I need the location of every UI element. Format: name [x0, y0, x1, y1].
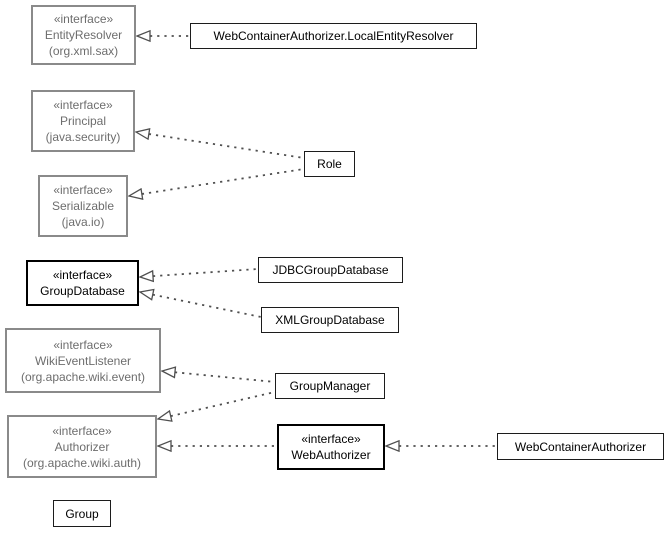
class-box-text: «interface»	[53, 183, 113, 197]
class-box-text: (java.io)	[61, 215, 105, 229]
class-box-jdbc-group-database[interactable]: JDBCGroupDatabase	[258, 257, 403, 283]
class-box-role[interactable]: Role	[304, 151, 355, 177]
hollow-triangle-icon	[135, 29, 151, 43]
class-box-text: (org.apache.wiki.auth)	[22, 455, 142, 470]
edge-group-manager-to-authorizer	[156, 391, 276, 422]
class-box-serializable[interactable]: «interface» Serializable (java.io)	[38, 175, 128, 237]
class-box-web-authorizer[interactable]: «interface» WebAuthorizer	[277, 424, 385, 470]
edge-role-to-principal	[134, 128, 305, 159]
class-box-text: WebContainerAuthorizer.LocalEntityResolv…	[213, 29, 454, 43]
hollow-triangle-icon	[134, 128, 151, 141]
hollow-triangle-icon	[138, 269, 155, 283]
class-box-group-database[interactable]: «interface» GroupDatabase	[26, 260, 139, 306]
class-box-text: «interface»	[301, 432, 361, 446]
class-box-text: Authorizer	[54, 439, 110, 454]
edge-web-container-authorizer-to-web-authorizer	[384, 439, 497, 453]
edge-local-entity-resolver-to-entity-resolver	[135, 29, 190, 43]
class-box-text: «interface»	[53, 98, 113, 112]
class-box-text: Role	[317, 157, 342, 171]
class-box-text: (org.apache.wiki.event)	[20, 369, 146, 384]
class-box-group[interactable]: Group	[53, 500, 111, 527]
class-box-text: WebContainerAuthorizer	[514, 439, 647, 454]
class-box-text: GroupDatabase	[40, 284, 125, 298]
class-box-text: WikiEventListener	[34, 353, 132, 368]
class-box-text: Principal	[59, 114, 107, 128]
edge-web-authorizer-to-authorizer	[156, 439, 277, 453]
class-box-wiki-event-listener[interactable]: «interface»WikiEventListener(org.apache.…	[5, 328, 161, 393]
dashed-line	[174, 371, 276, 383]
hollow-triangle-icon	[127, 187, 144, 201]
class-box-text: (org.xml.sax)	[48, 44, 119, 58]
class-box-text: GroupManager	[289, 379, 371, 393]
edge-group-manager-to-wiki-event-listener	[160, 366, 276, 383]
dashed-line	[152, 293, 262, 318]
edge-jdbc-group-database-to-group-database	[138, 268, 259, 283]
class-box-principal[interactable]: «interface» Principal (java.security)	[31, 90, 135, 152]
class-box-text: «interface»	[53, 337, 113, 352]
class-box-text: «interface»	[53, 12, 114, 26]
class-box-group-manager[interactable]: GroupManager	[275, 373, 385, 399]
class-box-local-entity-resolver[interactable]: WebContainerAuthorizer.LocalEntityResolv…	[190, 23, 477, 49]
class-box-text: Serializable	[51, 199, 115, 213]
class-box-text: JDBCGroupDatabase	[272, 263, 389, 277]
dashed-line	[141, 168, 305, 195]
hollow-triangle-icon	[384, 439, 400, 453]
hollow-triangle-icon	[138, 288, 155, 301]
hollow-triangle-icon	[160, 366, 177, 379]
class-box-text: XMLGroupDatabase	[275, 313, 385, 327]
hollow-triangle-icon	[156, 439, 172, 453]
edge-xml-group-database-to-group-database	[138, 288, 262, 318]
hollow-triangle-icon	[156, 409, 173, 422]
class-box-text: (java.security)	[45, 130, 121, 144]
class-box-entity-resolver[interactable]: «interface» EntityResolver (org.xml.sax)	[31, 5, 136, 65]
class-box-text: EntityResolver	[44, 28, 123, 42]
class-box-text: Group	[65, 506, 99, 521]
class-box-text: «interface»	[52, 268, 113, 282]
class-box-web-container-authorizer[interactable]: WebContainerAuthorizer	[497, 433, 664, 460]
edge-role-to-serializable	[127, 168, 305, 201]
class-box-text: «interface»	[52, 423, 112, 438]
class-box-authorizer[interactable]: «interface»Authorizer(org.apache.wiki.au…	[7, 415, 157, 478]
dashed-line	[148, 133, 305, 159]
dashed-line	[170, 391, 276, 417]
class-box-xml-group-database[interactable]: XMLGroupDatabase	[261, 307, 399, 333]
class-box-text: WebAuthorizer	[291, 448, 371, 462]
dashed-line	[152, 268, 259, 278]
